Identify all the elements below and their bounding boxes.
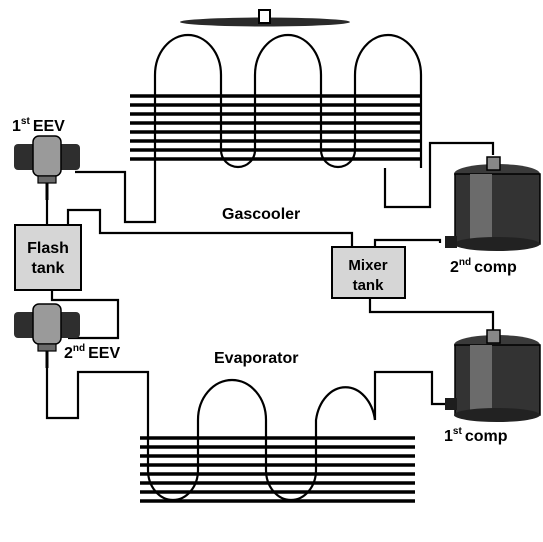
pipe-mixer-to-comp2	[373, 238, 442, 248]
pipe-evaporator-to-comp1	[373, 370, 458, 420]
gascooler-fins	[130, 94, 422, 161]
valve-icon	[14, 135, 80, 200]
gascooler-label: Gascooler	[222, 206, 300, 223]
mixer-tank-label-2: tank	[353, 277, 385, 294]
refrigerant-piping	[45, 141, 495, 420]
evaporator-label: Evaporator	[214, 350, 298, 367]
evaporator-coil	[140, 378, 415, 503]
compressor-icon	[445, 329, 541, 422]
mixer-tank: Mixer tank	[331, 246, 406, 299]
mixer-tank-label-1: Mixer	[348, 257, 387, 274]
evaporator-fins	[140, 436, 415, 503]
pipe-comp1-to-mixer	[368, 298, 495, 330]
pipe-flash-to-mixer	[66, 208, 354, 247]
pipe-gascooler-to-eev1	[75, 168, 157, 224]
gascooler-coil	[130, 33, 423, 169]
pipe-flash-to-eev2	[50, 290, 120, 340]
compressor-icon	[445, 156, 541, 251]
flash-tank-label-2: tank	[32, 260, 65, 277]
pipe-comp2-to-gascooler	[383, 141, 495, 209]
pipe-eev2-to-evaporator	[45, 360, 150, 420]
valve-icon	[14, 303, 80, 368]
fan-icon	[180, 9, 350, 27]
flash-tank-label-1: Flash	[27, 240, 69, 257]
flash-tank: Flash tank	[14, 224, 82, 291]
